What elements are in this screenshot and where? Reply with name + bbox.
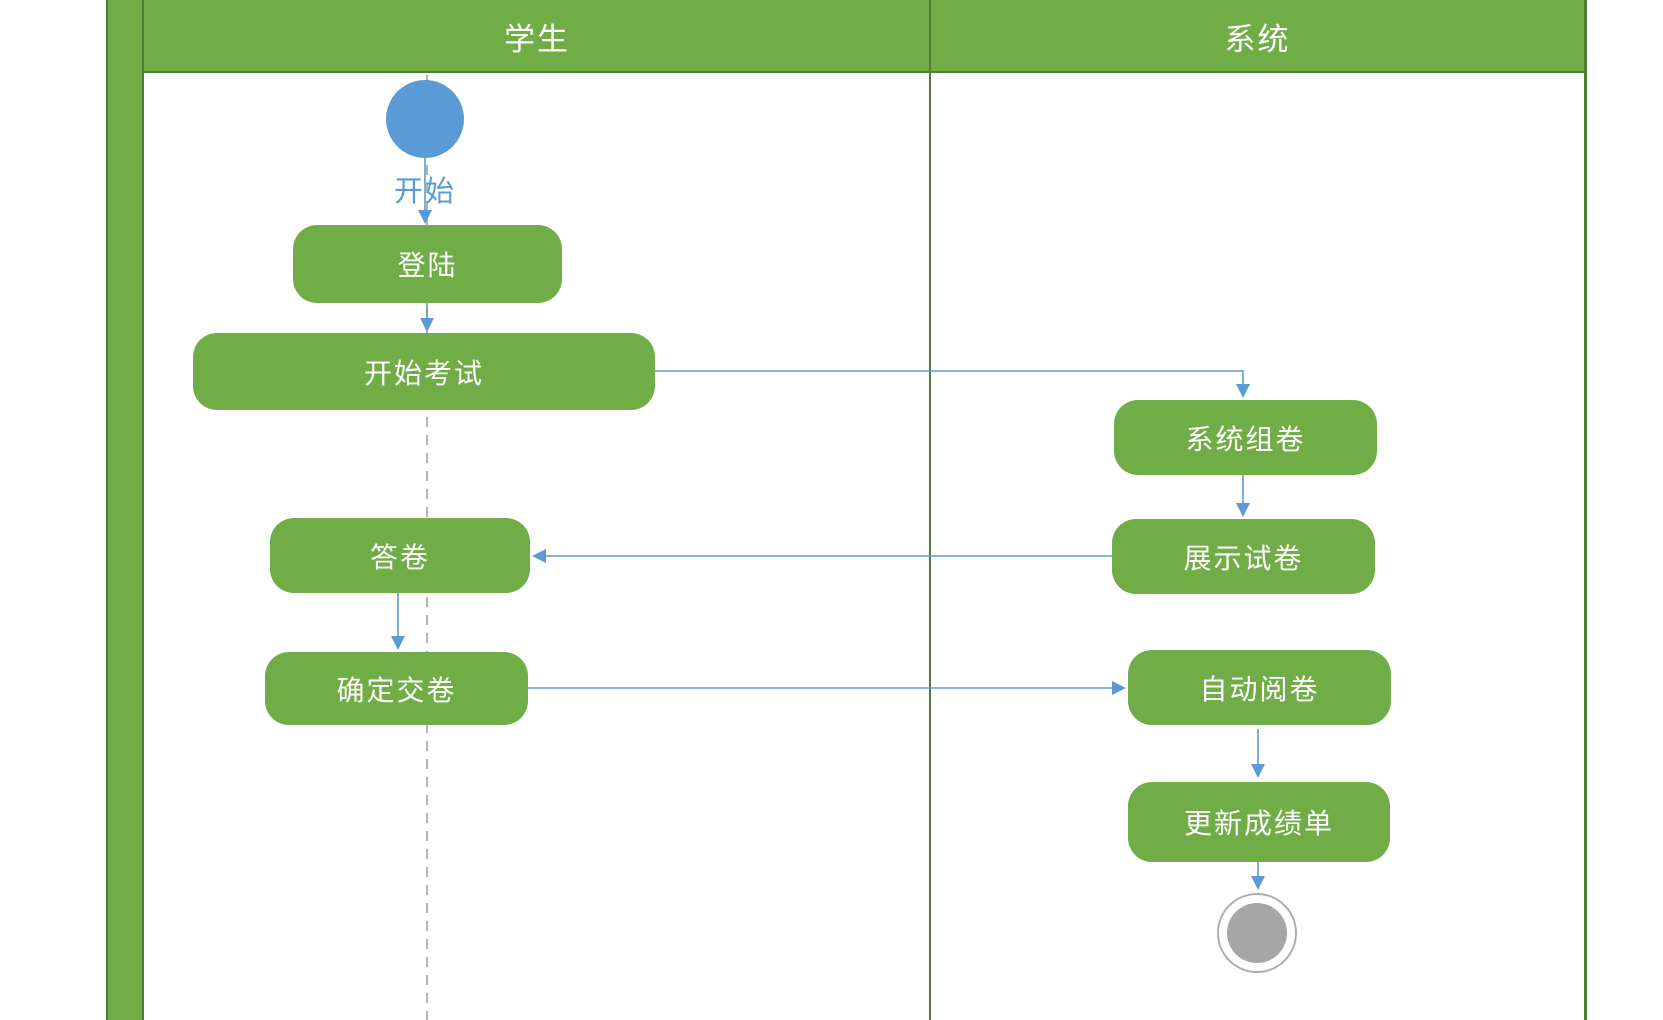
activity-login-label: 登陆 <box>397 251 458 282</box>
lane-title-student-label: 学生 <box>504 22 570 57</box>
activity-compose-paper-label: 系统组卷 <box>1185 424 1306 456</box>
edge-compose-paper-to-show-paper <box>1236 475 1250 517</box>
activity-start-exam[interactable]: 开始考试 <box>193 333 655 410</box>
activity-auto-grade[interactable]: 自动阅卷 <box>1128 650 1391 725</box>
diagram-right-border <box>1584 0 1587 1020</box>
start-node[interactable] <box>386 80 464 158</box>
edge-submit-to-auto-grade <box>528 681 1126 695</box>
activity-answer-label: 答卷 <box>369 542 430 574</box>
activity-submit-label: 确定交卷 <box>336 675 457 707</box>
edge-login-to-start-exam <box>420 303 434 332</box>
diagram-side-title-bar <box>106 0 144 1020</box>
start-node-label: 开始 <box>393 176 456 208</box>
edge-update-score-to-end <box>1251 862 1265 890</box>
edge-show-paper-to-answer <box>532 549 1112 563</box>
activity-auto-grade-label: 自动阅卷 <box>1199 674 1320 706</box>
lane-title-student: 学生 <box>144 0 930 73</box>
edge-auto-grade-to-update-score <box>1251 729 1265 778</box>
lane-header-row <box>144 0 1585 73</box>
activity-update-score-label: 更新成绩单 <box>1183 809 1334 840</box>
activity-show-paper[interactable]: 展示试卷 <box>1112 519 1375 594</box>
lane-title-system-label: 系统 <box>1224 22 1291 57</box>
end-node[interactable] <box>1217 893 1297 973</box>
activity-login[interactable]: 登陆 <box>293 225 562 303</box>
lane-divider <box>929 0 931 1020</box>
end-node-inner-circle <box>1227 903 1287 963</box>
activity-compose-paper[interactable]: 系统组卷 <box>1114 400 1377 475</box>
activity-submit[interactable]: 确定交卷 <box>265 652 528 725</box>
edge-start-to-login <box>418 158 432 224</box>
activity-start-exam-label: 开始考试 <box>363 358 484 390</box>
activity-show-paper-label: 展示试卷 <box>1183 543 1304 575</box>
activity-answer[interactable]: 答卷 <box>270 518 530 593</box>
lane-title-system: 系统 <box>931 0 1584 73</box>
edge-start-exam-to-compose-paper <box>655 370 1250 398</box>
edge-answer-to-submit <box>391 593 405 650</box>
activity-update-score[interactable]: 更新成绩单 <box>1128 782 1390 862</box>
